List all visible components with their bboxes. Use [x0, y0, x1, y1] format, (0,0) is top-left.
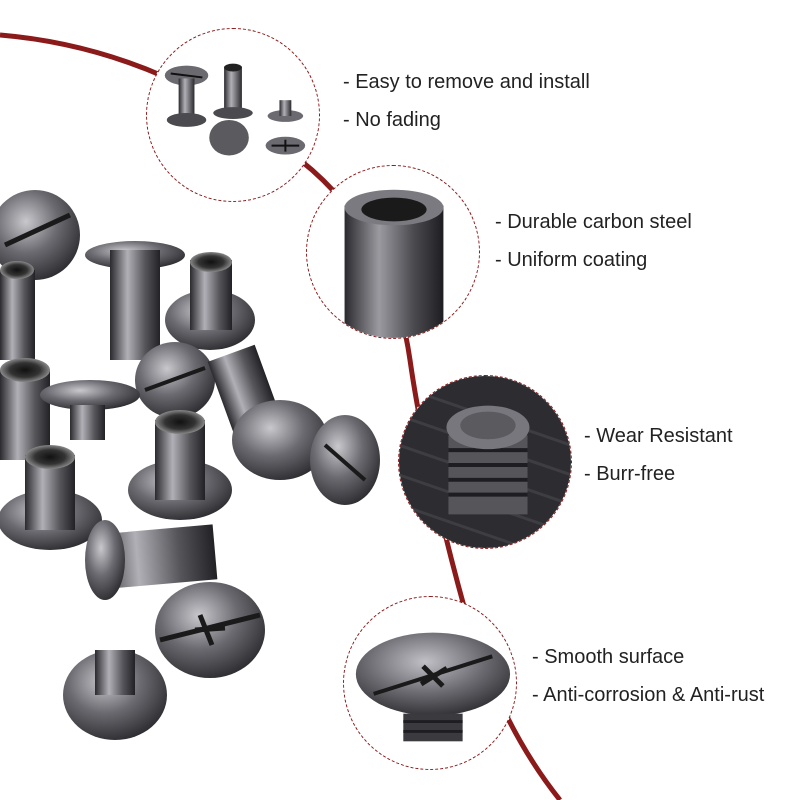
- feature-item: - No fading: [343, 109, 441, 131]
- feature-item: - Smooth surface: [532, 646, 685, 668]
- screw-thread-detail-image: [398, 375, 572, 549]
- feature-item: - Wear Resistant: [584, 425, 733, 447]
- feature-item: - Easy to remove and install: [343, 71, 590, 93]
- rivet-set-features: - Easy to remove and install - No fading: [343, 63, 590, 139]
- thread-hole-detail-image: [306, 165, 480, 339]
- feature-item: - Durable carbon steel: [495, 211, 692, 233]
- thread-hole-features: - Durable carbon steel - Uniform coating: [495, 203, 692, 279]
- screw-pile-image: [0, 190, 380, 740]
- screw-thread-features: - Wear Resistant - Burr-free: [584, 417, 733, 493]
- feature-item: - Uniform coating: [495, 249, 648, 271]
- screw-head-detail-image: [343, 596, 517, 770]
- screw-head-features: - Smooth surface - Anti-corrosion & Anti…: [532, 638, 764, 714]
- feature-item: - Burr-free: [584, 463, 676, 485]
- feature-item: - Anti-corrosion & Anti-rust: [532, 684, 765, 706]
- rivet-set-detail-image: [146, 28, 320, 202]
